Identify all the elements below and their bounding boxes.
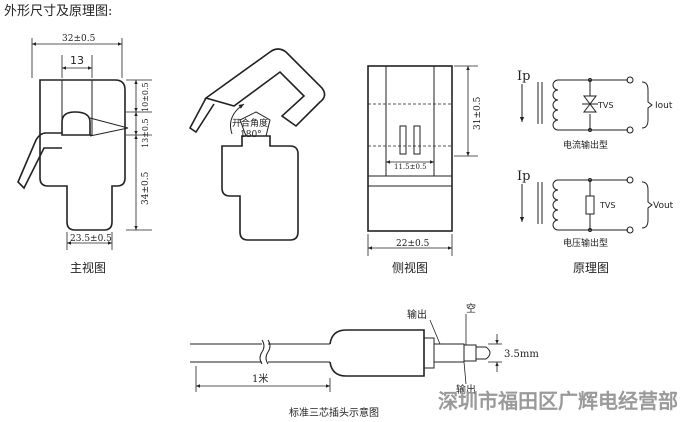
plug-body <box>329 329 425 377</box>
resistor-bottom <box>585 195 595 215</box>
front-body-outline <box>39 79 126 231</box>
dim-side-width: 22±0.5 <box>396 239 430 249</box>
plug-label-empty: 空 <box>466 302 476 315</box>
open-angle-value: 180° <box>240 130 262 140</box>
open-bushing <box>239 111 271 137</box>
schematic-ip-bottom: Ip <box>517 169 530 184</box>
tvs-top-symbol <box>582 95 598 113</box>
side-pin-right <box>413 125 421 155</box>
plug-tip <box>475 346 491 360</box>
front-latch <box>89 117 129 137</box>
front-cable-bushing <box>61 111 91 136</box>
schematic-iout: Iout <box>655 101 673 111</box>
open-upper-jaw <box>204 48 326 128</box>
schematic-caption: 原理图 <box>573 261 609 275</box>
schematic: Ip TVS Iout 电流输出型 Ip TVS Vout <box>517 69 674 275</box>
dim-front-34: 34±0.5 <box>141 171 151 205</box>
front-core-window <box>61 79 93 136</box>
schematic-label-current: 电流输出型 <box>563 139 608 151</box>
plug-collar <box>423 337 435 369</box>
schematic-tvs-bottom: TVS <box>599 201 615 210</box>
watermark: 深圳市福田区广辉电经营部 <box>438 389 678 413</box>
open-clip-strip <box>188 97 215 134</box>
schematic-label-voltage: 电压输出型 <box>563 237 608 249</box>
dim-front-width: 32±0.5 <box>62 34 96 44</box>
schematic-vout: Vout <box>653 201 674 211</box>
side-view-caption: 侧视图 <box>392 260 428 275</box>
open-view: 开合角度 180° <box>188 48 326 241</box>
plug-label-out-bottom: 输出 <box>456 383 476 396</box>
coil-top <box>552 79 559 131</box>
dim-front-bottom: 23.5±0.5 <box>70 234 112 244</box>
side-view: 11.5±0.5 31±0.5 22±0.5 侧视图 <box>367 65 483 275</box>
dim-side-pins: 11.5±0.5 <box>394 163 427 171</box>
coil-bottom <box>552 179 559 231</box>
schematic-tvs-top: TVS <box>597 101 613 110</box>
side-body <box>367 65 453 232</box>
dim-front-13: 13±0.5 <box>141 118 150 148</box>
dim-front-window: 13 <box>70 54 84 67</box>
plug-diagram: 输出 空 输出 3.5mm 1米 标准三芯插头示意图 <box>190 302 539 419</box>
dim-front-10: 10±0.5 <box>141 82 150 112</box>
page-heading: 外形尺寸及原理图: <box>4 4 112 19</box>
front-view-caption: 主视图 <box>70 260 106 275</box>
open-angle-arrow <box>230 103 245 135</box>
dim-plug-diameter: 3.5mm <box>504 349 539 360</box>
front-view: 32±0.5 13 10±0.5 13±0.5 34±0.5 23.5±0.5 … <box>17 34 152 275</box>
plug-caption: 标准三芯插头示意图 <box>289 406 379 419</box>
dim-side-height: 31±0.5 <box>473 96 483 130</box>
plug-ring <box>463 344 477 362</box>
front-clip-handle <box>17 132 62 190</box>
plug-label-out-top: 输出 <box>407 308 427 321</box>
dim-plug-length: 1米 <box>252 372 268 385</box>
plug-sleeve <box>433 343 465 363</box>
open-angle-label: 开合角度 <box>232 117 268 129</box>
schematic-ip-top: Ip <box>517 69 530 84</box>
open-lower-body <box>221 135 299 241</box>
side-pin-left <box>399 125 407 155</box>
